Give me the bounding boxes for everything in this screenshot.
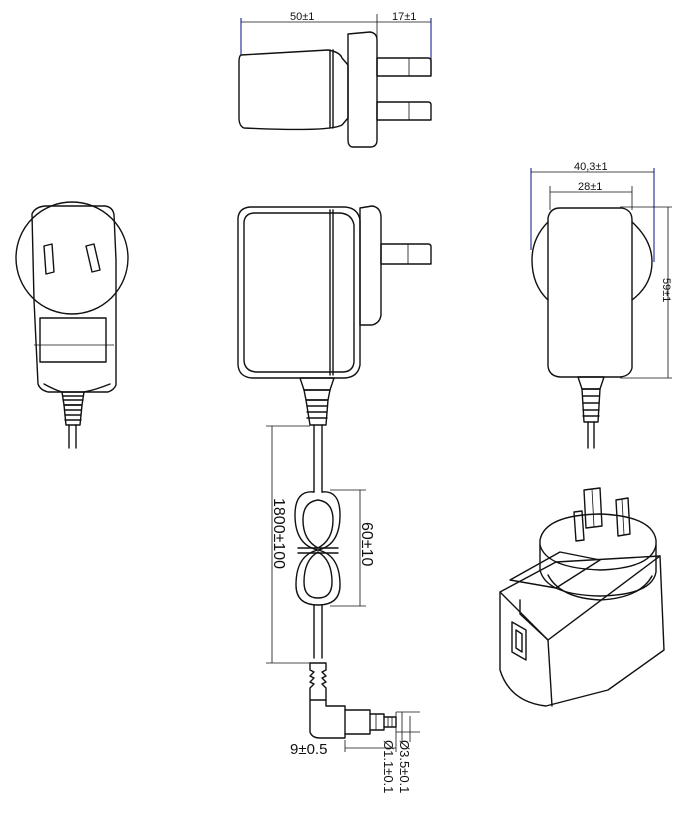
front-view bbox=[15, 201, 129, 449]
dim-height: 59±1 bbox=[660, 278, 672, 302]
dim-cable-length: 1800±100 bbox=[270, 498, 287, 569]
dim-plug-outer: Ø3.5±0.1 bbox=[397, 740, 412, 793]
dim-coil: 60±10 bbox=[358, 522, 375, 566]
dim-side-depth: 40,3±1 bbox=[574, 161, 608, 173]
right-view: 40,3±1 28±1 59±1 bbox=[530, 161, 672, 449]
dim-top-width: 50±1 bbox=[290, 11, 314, 23]
iso-view bbox=[499, 487, 665, 707]
dim-side-inner: 28±1 bbox=[578, 181, 602, 193]
dim-top-pin: 17±1 bbox=[392, 11, 416, 23]
dim-plug-inner: Ø1.1±0.1 bbox=[381, 740, 396, 793]
top-view: 50±1 17±1 bbox=[238, 11, 432, 148]
side-view: 1800±100 60±10 9±0.5 Ø3.5±0.1 Ø1.1±0.1 bbox=[237, 205, 432, 793]
dim-plug-length: 9±0.5 bbox=[290, 741, 327, 758]
